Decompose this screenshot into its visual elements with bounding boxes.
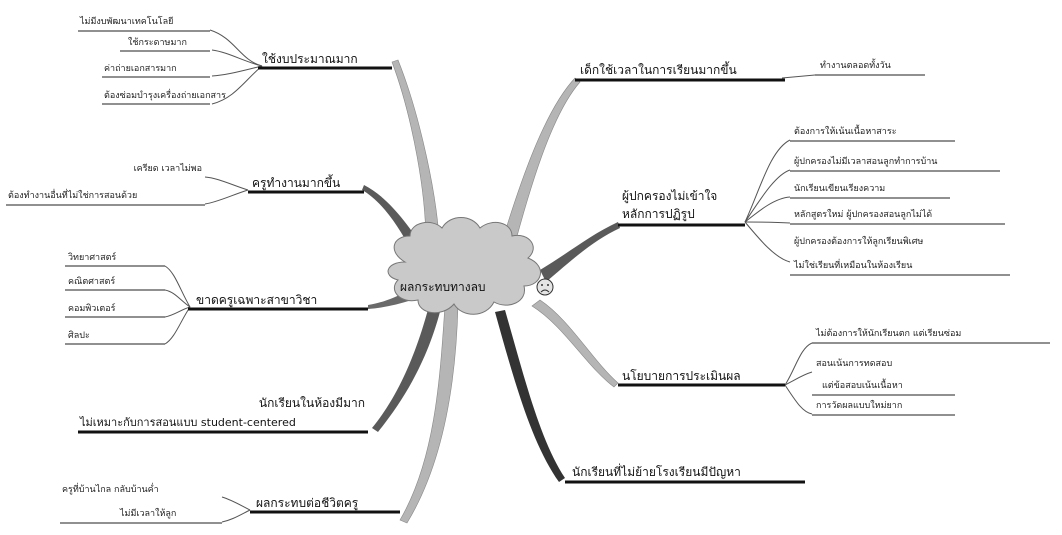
topic-teacher-life: ผลกระทบต่อชีวิตครู	[256, 496, 359, 510]
topic-parents-line1: ผู้ปกครองไม่เข้าใจ	[622, 189, 718, 203]
sub-item: ผู้ปกครองไม่มีเวลาสอนลูกทำการบ้าน	[794, 157, 938, 167]
cloud-shape	[387, 217, 541, 315]
sub-item: ผู้ปกครองต้องการให้ลูกเรียนพิเศษ	[794, 237, 924, 247]
topic-assessment: นโยบายการประเมินผล	[622, 369, 741, 383]
topic-specialist: ขาดครูเฉพาะสาขาวิชา	[196, 293, 318, 307]
topic-transfer: นักเรียนที่ไม่ย้ายโรงเรียนมีปัญหา	[572, 465, 741, 479]
sub-link	[744, 221, 791, 224]
sub-link	[744, 196, 791, 223]
sub-item: ไม่มีงบพัฒนาเทคโนโลยี	[80, 17, 174, 27]
sub-item: ทำงานตลอดทั้งวัน	[820, 61, 891, 71]
sub-item: ไม่ใช่เรียนที่เหมือนในห้องเรียน	[794, 261, 913, 271]
topic-class-size-line1: นักเรียนในห้องมีมาก	[258, 396, 365, 410]
topic-parents-line2: หลักการปฏิรูป	[622, 207, 695, 221]
sub-link	[211, 65, 263, 105]
sub-link	[221, 509, 251, 523]
sub-item: ต้องทำงานอื่นที่ไม่ใช่การสอนด้วย	[8, 191, 138, 201]
sub-link	[221, 496, 251, 511]
sub-item: คณิตศาสตร์	[68, 277, 116, 287]
topic-teacher-work: ครูทำงานมากขึ้น	[252, 176, 341, 190]
sub-link	[784, 342, 813, 386]
sub-link	[784, 384, 813, 415]
sub-item: การวัดผลแบบใหม่ยาก	[816, 401, 903, 411]
branch-class-size	[372, 302, 442, 432]
branch-assessment	[531, 299, 619, 388]
sub-item: ศิลปะ	[68, 331, 90, 341]
sub-item: ต้องซ่อมบำรุงเครื่องถ่ายเอกสาร	[104, 91, 226, 101]
sub-item: แต่ข้อสอบเน้นเนื้อหา	[822, 381, 903, 391]
sub-item: ต้องการให้เน้นเนื้อหาสาระ	[794, 127, 897, 137]
sub-link	[784, 371, 813, 386]
sub-link	[204, 176, 249, 191]
sub-item: ครูที่บ้านไกล กลับบ้านค่ำ	[62, 485, 159, 495]
sub-item: ใช้กระดาษมาก	[128, 38, 187, 48]
branch-budget	[391, 59, 441, 263]
sub-link	[744, 139, 791, 223]
sub-link	[204, 189, 249, 205]
sub-link	[744, 169, 791, 223]
sub-item: สอนเน้นการทดสอบ	[816, 359, 893, 369]
sub-item: หลักสูตรใหม่ ผู้ปกครองสอนลูกไม่ได้	[794, 210, 933, 220]
sub-item: ไม่ต้องการให้นักเรียนตก แต่เรียนซ่อม	[816, 329, 962, 339]
sub-item: วิทยาศาสตร์	[68, 253, 117, 263]
sub-link	[164, 289, 191, 308]
sub-link	[164, 265, 191, 308]
center-cloud	[387, 217, 554, 315]
main-underlines	[78, 66, 805, 514]
sub-link	[164, 306, 191, 345]
sub-connectors	[164, 29, 816, 523]
sub-item: คอมพิวเตอร์	[68, 304, 116, 314]
branch-study-time	[494, 77, 581, 271]
sub-item: นักเรียนเขียนเรียงความ	[794, 184, 886, 194]
branch-transfer	[495, 310, 565, 482]
branch-connectors	[362, 59, 620, 524]
sub-link	[744, 221, 791, 263]
sub-link	[211, 65, 263, 77]
sub-underlines	[6, 30, 1050, 524]
branch-teacher-life	[399, 304, 459, 524]
sub-item: ค่าถ่ายเอกสารมาก	[104, 64, 177, 74]
topic-study-time: เด็กใช้เวลาในการเรียนมากขึ้น	[580, 63, 737, 77]
topic-class-size-line2: ไม่เหมาะกับการสอนแบบ student-centered	[80, 416, 296, 429]
branch-parents	[540, 222, 620, 282]
sad-face-icon	[536, 278, 554, 296]
sub-item: ไม่มีเวลาให้ลูก	[120, 509, 177, 519]
sub-link	[164, 306, 191, 318]
sub-link	[781, 74, 816, 79]
sub-link	[209, 29, 263, 67]
center-label: ผลกระทบทางลบ	[400, 280, 486, 294]
sub-item: เครียด เวลาไม่พอ	[133, 164, 202, 174]
topic-budget: ใช้งบประมาณมาก	[262, 52, 358, 66]
sub-link	[211, 49, 263, 67]
